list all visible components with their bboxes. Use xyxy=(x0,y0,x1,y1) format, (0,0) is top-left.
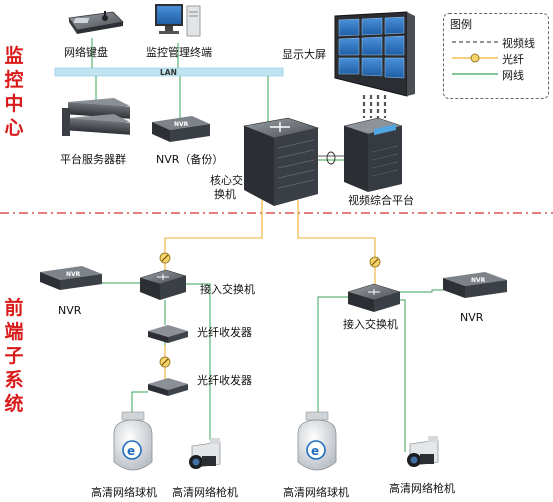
video-platform-icon xyxy=(343,117,403,192)
nvr-backup-icon: NVR xyxy=(152,116,210,142)
label-access-switch-left: 接入交换机 xyxy=(200,283,255,296)
bullet-camera-left-icon xyxy=(189,438,221,469)
label-display-wall: 显示大屏 xyxy=(282,48,326,61)
access-switch-left-icon xyxy=(139,269,187,300)
label-nvr-backup: NVR（备份） xyxy=(156,153,224,166)
legend-fiber: 光纤 xyxy=(502,53,524,66)
lan-label: LAN xyxy=(160,68,177,77)
svg-text:e: e xyxy=(127,444,135,458)
network-lines xyxy=(91,38,443,452)
svg-text:e: e xyxy=(311,444,319,458)
transceiver-1-icon xyxy=(148,325,188,343)
legend-video-line: 视频线 xyxy=(502,37,535,50)
label-dome-left: 高清网络球机 xyxy=(91,486,157,499)
platform-link xyxy=(318,151,346,165)
network-keyboard-icon xyxy=(68,11,124,34)
dome-camera-left-icon: e xyxy=(113,411,153,471)
video-lines xyxy=(362,95,387,118)
monitor-terminal-icon xyxy=(155,4,201,37)
label-nvr-right: NVR xyxy=(460,311,484,324)
legend-network-line: 网线 xyxy=(502,69,524,82)
label-bullet-left: 高清网络枪机 xyxy=(172,486,238,499)
lan-bar xyxy=(54,67,284,77)
label-bullet-right: 高清网络枪机 xyxy=(389,482,455,495)
nvr-badge: NVR xyxy=(174,121,189,128)
label-dome-right: 高清网络球机 xyxy=(283,486,349,499)
nvr-left-icon: NVR xyxy=(40,266,102,290)
section-monitor-center: 监控中心 xyxy=(4,45,24,139)
label-network-keyboard: 网络键盘 xyxy=(64,46,108,59)
legend-swatches xyxy=(452,41,498,75)
server-group-icon xyxy=(62,98,130,136)
label-core-switch-line1: 核心交 xyxy=(210,174,243,187)
legend: 图例 视频线 光纤 网线 xyxy=(443,13,549,99)
dome-camera-right-icon: e xyxy=(297,411,337,471)
core-switch-icon xyxy=(242,117,320,206)
label-access-switch-right: 接入交换机 xyxy=(343,318,398,331)
label-transceiver-2: 光纤收发器 xyxy=(197,374,252,387)
label-transceiver-1: 光纤收发器 xyxy=(197,326,252,339)
label-core-switch-line2: 换机 xyxy=(214,188,236,201)
label-video-platform: 视频综合平台 xyxy=(348,194,414,207)
fiber-lines xyxy=(164,195,376,380)
bullet-camera-right-icon xyxy=(407,436,439,467)
fiber-connector-icons xyxy=(159,252,381,368)
label-server-group: 平台服务器群 xyxy=(60,153,126,166)
label-nvr-left: NVR xyxy=(58,304,82,317)
label-monitor-terminal: 监控管理终端 xyxy=(146,46,212,59)
transceiver-2-icon xyxy=(148,378,188,396)
nvr-badge: NVR xyxy=(66,271,81,278)
section-front-end: 前端子系统 xyxy=(4,297,24,415)
nvr-right-icon: NVR xyxy=(443,272,507,298)
display-wall-icon xyxy=(334,11,415,97)
access-switch-right-icon xyxy=(347,283,401,312)
legend-title: 图例 xyxy=(450,18,472,31)
nvr-badge: NVR xyxy=(471,277,486,284)
